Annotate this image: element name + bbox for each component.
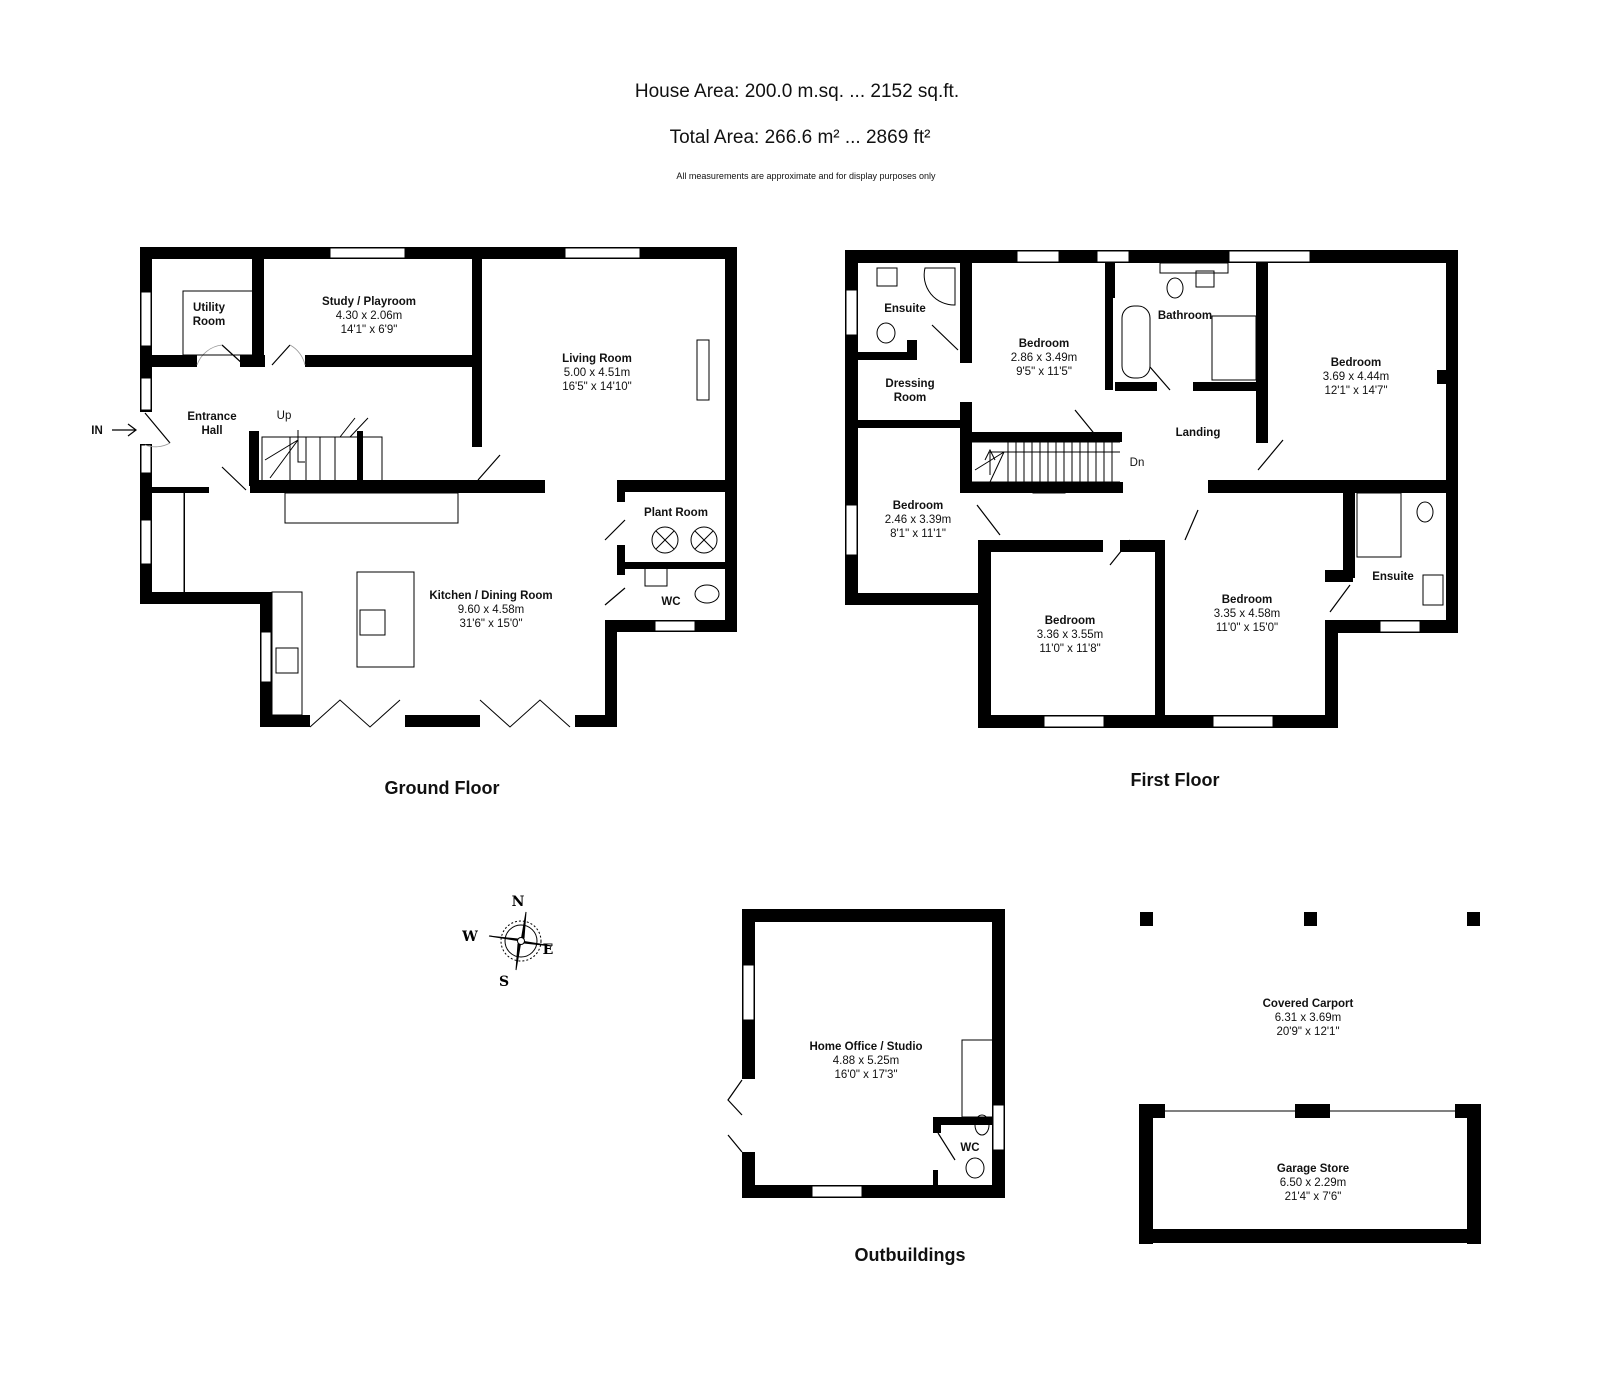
room-name: Kitchen / Dining Room bbox=[429, 590, 552, 602]
room-ensuite-2: Ensuite bbox=[1372, 571, 1414, 583]
room-imperial: 20'9" x 12'1" bbox=[1276, 1026, 1339, 1038]
room-imperial: 11'0" x 15'0" bbox=[1216, 622, 1278, 634]
compass-e: E bbox=[543, 942, 554, 958]
room-living-room: Living Room 5.00 x 4.51m 16'5" x 14'10" bbox=[562, 353, 632, 393]
room-name: Covered Carport bbox=[1263, 998, 1354, 1010]
room-entrance-hall: Entrance Hall bbox=[187, 411, 236, 437]
entry-label: IN bbox=[91, 425, 103, 437]
first-floor-title: First Floor bbox=[1131, 770, 1220, 790]
room-imperial: 31'6" x 15'0" bbox=[459, 618, 522, 630]
room-name: Living Room bbox=[562, 353, 632, 365]
room-name: Bathroom bbox=[1158, 310, 1212, 322]
room-metric: 3.69 x 4.44m bbox=[1323, 371, 1389, 383]
compass-w: W bbox=[461, 929, 478, 945]
ground-floor-plan bbox=[112, 247, 737, 728]
room-imperial: 16'0" x 17'3" bbox=[834, 1069, 897, 1081]
ground-floor-title: Ground Floor bbox=[385, 778, 500, 798]
room-name: Hall bbox=[201, 425, 222, 437]
room-metric: 4.88 x 5.25m bbox=[833, 1055, 899, 1067]
first-floor-plan bbox=[845, 250, 1458, 728]
room-name: Room bbox=[894, 392, 927, 404]
compass-n: N bbox=[512, 894, 525, 910]
room-imperial: 9'5" x 11'5" bbox=[1016, 366, 1072, 378]
room-name: Dressing bbox=[885, 378, 934, 390]
room-name: Landing bbox=[1176, 427, 1221, 439]
room-metric: 3.36 x 3.55m bbox=[1037, 629, 1103, 641]
room-bedroom-5: Bedroom 3.35 x 4.58m 11'0" x 15'0" bbox=[1214, 594, 1280, 634]
room-name: Home Office / Studio bbox=[809, 1041, 922, 1053]
room-bathroom: Bathroom bbox=[1158, 310, 1212, 322]
room-name: Bedroom bbox=[1019, 338, 1069, 350]
stairs-down-label: Dn bbox=[1130, 457, 1145, 469]
room-imperial: 12'1" x 14'7" bbox=[1324, 385, 1387, 397]
room-wc: WC bbox=[661, 596, 680, 608]
room-bedroom-3: Bedroom 2.46 x 3.39m 8'1" x 11'1" bbox=[885, 500, 951, 540]
room-home-office-studio: Home Office / Studio 4.88 x 5.25m 16'0" … bbox=[809, 1041, 922, 1081]
room-metric: 9.60 x 4.58m bbox=[458, 604, 524, 616]
room-name: WC bbox=[661, 596, 680, 608]
room-metric: 4.30 x 2.06m bbox=[336, 310, 402, 322]
room-imperial: 11'0" x 11'8" bbox=[1039, 643, 1100, 655]
room-bedroom-4: Bedroom 3.36 x 3.55m 11'0" x 11'8" bbox=[1037, 615, 1103, 655]
room-garage-store: Garage Store 6.50 x 2.29m 21'4" x 7'6" bbox=[1277, 1163, 1349, 1203]
room-name: Room bbox=[193, 316, 226, 328]
room-name: Bedroom bbox=[1045, 615, 1095, 627]
room-covered-carport: Covered Carport 6.31 x 3.69m 20'9" x 12'… bbox=[1263, 998, 1354, 1038]
room-name: Plant Room bbox=[644, 507, 708, 519]
outbuildings-title: Outbuildings bbox=[855, 1245, 966, 1265]
room-metric: 6.50 x 2.29m bbox=[1280, 1177, 1346, 1189]
room-name: Study / Playroom bbox=[322, 296, 416, 308]
room-imperial: 21'4" x 7'6" bbox=[1285, 1191, 1342, 1203]
room-landing: Landing bbox=[1176, 427, 1221, 439]
room-name: Utility bbox=[193, 302, 226, 314]
room-name: Bedroom bbox=[1331, 357, 1381, 369]
room-bedroom-2: Bedroom 3.69 x 4.44m 12'1" x 14'7" bbox=[1323, 357, 1389, 397]
room-name: Bedroom bbox=[1222, 594, 1272, 606]
room-metric: 2.86 x 3.49m bbox=[1011, 352, 1077, 364]
room-kitchen-dining: Kitchen / Dining Room 9.60 x 4.58m 31'6"… bbox=[429, 590, 552, 630]
total-area: Total Area: 266.6 m² ... 2869 ft² bbox=[670, 127, 931, 148]
room-name: Ensuite bbox=[1372, 571, 1414, 583]
room-dressing-room: Dressing Room bbox=[885, 378, 934, 404]
outbuildings-plan bbox=[727, 909, 1481, 1244]
room-metric: 3.35 x 4.58m bbox=[1214, 608, 1280, 620]
room-metric: 5.00 x 4.51m bbox=[564, 367, 630, 379]
room-name: Garage Store bbox=[1277, 1163, 1349, 1175]
stairs-up-label: Up bbox=[277, 410, 292, 422]
room-plant-room: Plant Room bbox=[644, 507, 708, 519]
compass-s: S bbox=[499, 974, 509, 990]
house-area: House Area: 200.0 m.sq. ... 2152 sq.ft. bbox=[635, 81, 959, 102]
room-imperial: 8'1" x 11'1" bbox=[890, 528, 946, 540]
room-name: Ensuite bbox=[884, 303, 926, 315]
room-metric: 2.46 x 3.39m bbox=[885, 514, 951, 526]
room-metric: 6.31 x 3.69m bbox=[1275, 1012, 1341, 1024]
room-outbuilding-wc: WC bbox=[960, 1142, 979, 1154]
room-name: Entrance bbox=[187, 411, 236, 423]
room-imperial: 14'1" x 6'9" bbox=[341, 324, 398, 336]
room-study-playroom: Study / Playroom 4.30 x 2.06m 14'1" x 6'… bbox=[322, 296, 416, 336]
room-bedroom-1: Bedroom 2.86 x 3.49m 9'5" x 11'5" bbox=[1011, 338, 1077, 378]
room-name: Bedroom bbox=[893, 500, 943, 512]
compass-rose-icon: N E S W bbox=[461, 894, 553, 990]
room-name: WC bbox=[960, 1142, 979, 1154]
disclaimer: All measurements are approximate and for… bbox=[676, 171, 936, 181]
room-utility-room: Utility Room bbox=[193, 302, 226, 328]
room-imperial: 16'5" x 14'10" bbox=[562, 381, 631, 393]
room-ensuite-1: Ensuite bbox=[884, 303, 926, 315]
